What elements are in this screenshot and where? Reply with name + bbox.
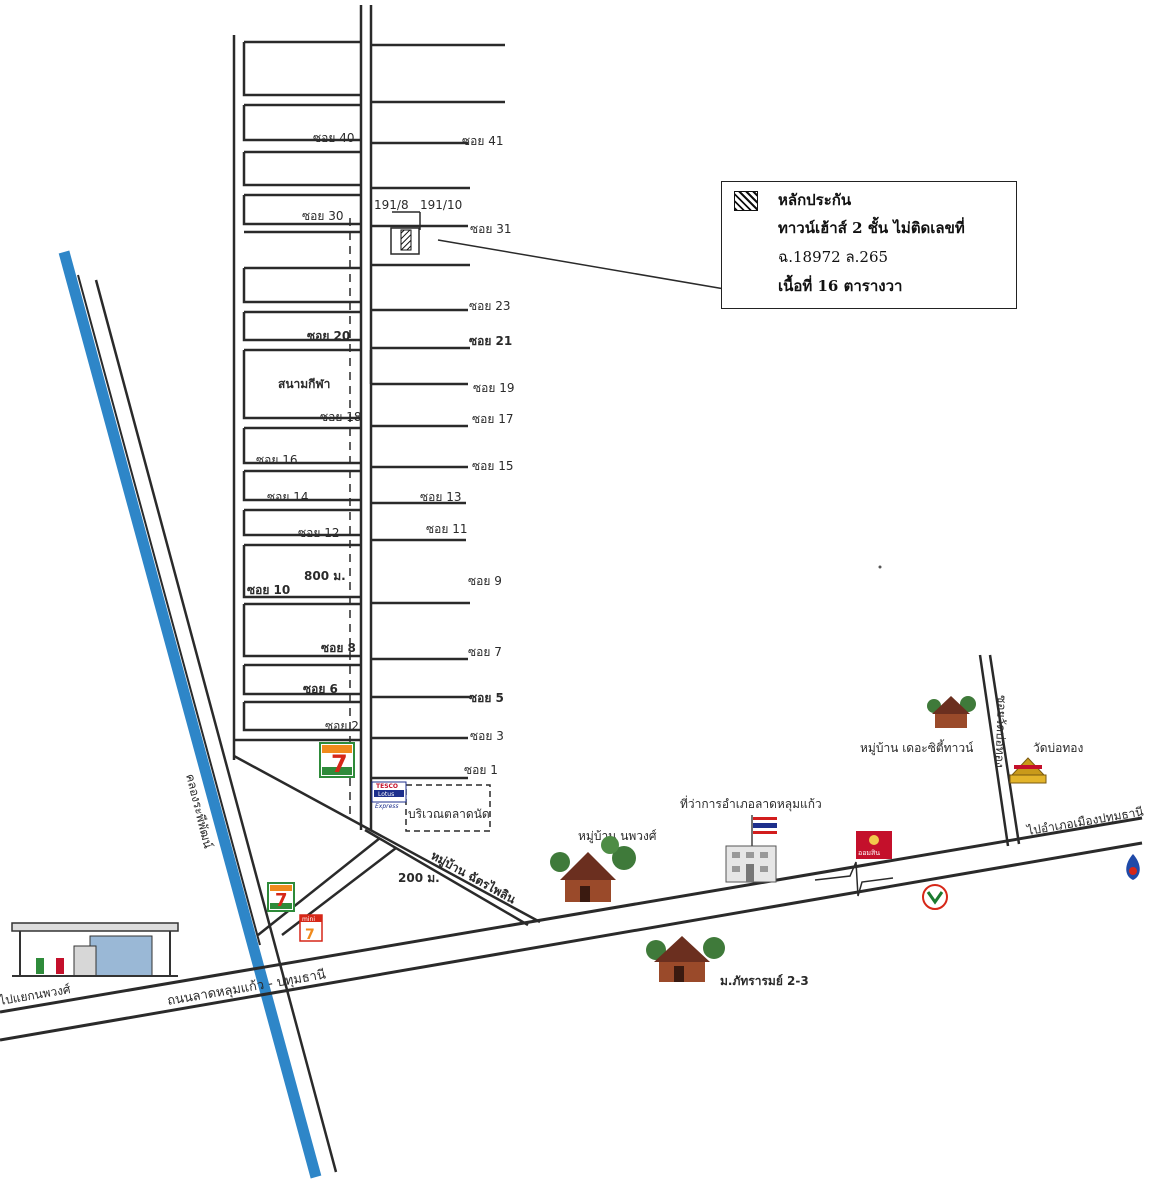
soi-wat-bothong-left	[978, 654, 1010, 847]
svg-text:Lotus: Lotus	[378, 791, 394, 798]
property-number-right: 191/10	[420, 198, 462, 212]
svg-text:7: 7	[305, 927, 315, 943]
kbank-logo	[922, 884, 948, 910]
diagonal-road-upper	[233, 754, 541, 924]
market-label: บริเวณตลาดนัด	[408, 807, 490, 821]
legend-title: หลักประกัน	[778, 191, 852, 209]
soi-8-label: ซอย 8	[321, 641, 356, 655]
house-icon-noppawong	[550, 836, 636, 902]
property-lot	[390, 227, 420, 255]
soi-21-label: ซอย 21	[469, 334, 512, 348]
soi-wat-bothong-label: ซอยวัดบ่อทอง	[992, 695, 1009, 768]
soi-wat-bothong-right	[988, 654, 1021, 845]
soi-10-label: ซอย 10	[247, 583, 290, 597]
diagonal-road-lower	[364, 828, 529, 927]
cross-road-right	[281, 847, 397, 936]
soi-20-label: ซอย 20	[307, 329, 350, 343]
chatrapailin-village-label: หมู่บ้าน ฉัตรไพลิน	[428, 848, 519, 908]
seven-eleven-icon-1: 7	[319, 742, 355, 778]
tesco-lotus-logo: TESCO Lotus Express	[371, 781, 407, 810]
soi-11-label: ซอย 11	[426, 522, 467, 536]
soi-2-label: ซอย 2	[325, 719, 359, 733]
callout-line	[437, 239, 749, 294]
ptt-logo	[1126, 854, 1140, 880]
temple-icon	[1009, 757, 1047, 784]
pattharam-village-label: ม.ภัทรารมย์ 2-3	[720, 974, 809, 988]
noppawong-village-label: หมู่บ้าน นพวงศ์	[578, 829, 657, 844]
to-junction-label: ไปแยกนพวงศ์	[0, 982, 72, 1008]
legend-line-2: ฉ.18972 ล.265	[778, 248, 889, 266]
svg-text:7: 7	[275, 890, 288, 911]
map-dot	[878, 565, 882, 569]
legend-line-1: ทาวน์เฮ้าส์ 2 ชั้น ไม่ติดเลขที่	[778, 219, 965, 237]
distance-800-label: 800 ม.	[304, 569, 346, 583]
district-office-icon	[725, 815, 777, 883]
soi-23-label: ซอย 23	[469, 299, 510, 313]
the-city-town-label: หมู่บ้าน เดอะซิตี้ทาวน์	[860, 739, 973, 756]
cross-road-left	[257, 837, 381, 936]
soi-3-label: ซอย 3	[470, 729, 504, 743]
distance-200-label: 200 ม.	[398, 871, 440, 885]
wat-bothong-label: วัดบ่อทอง	[1033, 741, 1083, 755]
soi-1-label: ซอย 1	[464, 763, 498, 777]
hatched-swatch	[734, 191, 758, 211]
main-road-upper-edge	[0, 816, 1143, 1014]
soi-30-label: ซอย 30	[302, 209, 343, 223]
svg-text:mini: mini	[302, 916, 315, 923]
mini-mart-icon: mini 7	[299, 914, 323, 943]
gas-station-icon	[11, 922, 179, 977]
svg-text:Express: Express	[375, 803, 399, 810]
soi-40-label: ซอย 40	[313, 131, 354, 145]
svg-text:TESCO: TESCO	[376, 783, 398, 790]
soi-13-label: ซอย 13	[420, 490, 461, 504]
svg-text:ออมสิน: ออมสิน	[858, 849, 880, 857]
legend-box: หลักประกัน ทาวน์เฮ้าส์ 2 ชั้น ไม่ติดเลขท…	[721, 181, 1017, 309]
seven-eleven-icon-2: 7	[267, 882, 295, 912]
right-soi-lanes	[369, 43, 505, 780]
property-number-left: 191/8	[374, 198, 409, 212]
house-icon-the-city-town	[927, 696, 976, 728]
soi-9-label: ซอย 9	[468, 574, 502, 588]
soi-7-label: ซอย 7	[468, 645, 502, 659]
soi-18-label: ซอย 18	[320, 410, 361, 424]
house-icon-pattharam	[646, 936, 725, 982]
soi-12-label: ซอย 12	[298, 526, 339, 540]
soi-14-label: ซอย 14	[267, 490, 308, 504]
soi-5-label: ซอย 5	[469, 691, 504, 705]
soi-6-label: ซอย 6	[303, 682, 338, 696]
canal-water	[58, 250, 322, 1179]
canal-bank-right	[94, 279, 338, 1173]
soi-19-label: ซอย 19	[473, 381, 514, 395]
canal-bank-left	[77, 274, 261, 946]
stadium-label: สนามกีฬา	[278, 377, 330, 391]
main-road-lower-edge	[0, 841, 1143, 1042]
market-area	[405, 784, 491, 832]
svg-text:7: 7	[331, 750, 348, 778]
soi-15-label: ซอย 15	[472, 459, 513, 473]
soi-41-label: ซอย 41	[462, 134, 503, 148]
soi-16-label: ซอย 16	[256, 453, 297, 467]
district-office-label: ที่ว่าการอำเภอลาดหลุมแก้ว	[680, 795, 822, 812]
road-break-symbol	[814, 861, 894, 897]
thai-flag-icon	[753, 817, 777, 834]
soi-31-label: ซอย 31	[470, 222, 511, 236]
property-hatched-unit	[400, 229, 412, 251]
soi-17-label: ซอย 17	[472, 412, 513, 426]
left-soi-lanes	[234, 40, 361, 742]
gsb-bank-logo: ออมสิน	[856, 831, 892, 859]
legend-line-3: เนื้อที่ 16 ตารางวา	[778, 277, 903, 295]
